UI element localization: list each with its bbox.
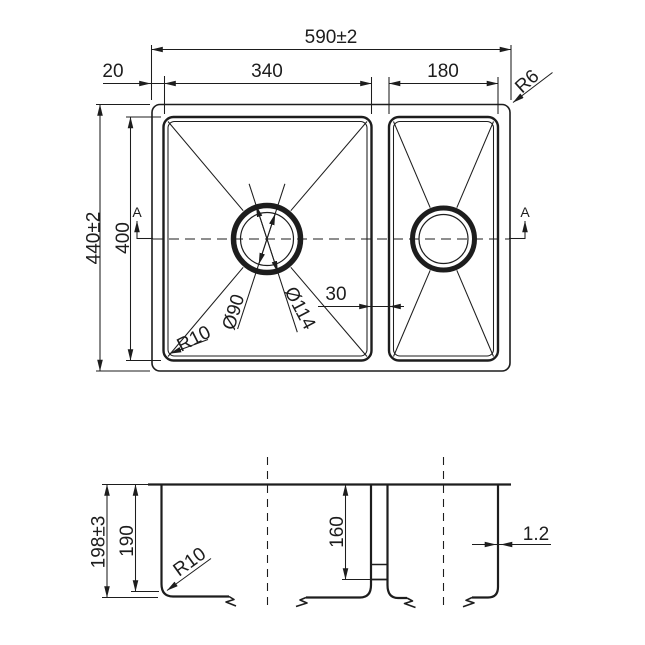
section-view: 198±3 190 160 1.2 R10 [89,457,551,611]
dim-overall-length: 440±2 [84,103,150,372]
dim-second-bowl-width: 180 [388,61,499,114]
break-hook-2 [295,596,308,608]
main-bowl-outer [162,115,373,362]
drain-flange-leader [248,183,298,333]
break-hook-3 [403,597,416,609]
dim-second-bowl-width-label: 180 [427,61,459,82]
dim-overall-depth: 198±3 [89,484,158,599]
dim-bowl-length: 400 [113,116,161,362]
second-bowl-diagonals [393,121,494,357]
dim-divider-depth-label: 160 [327,516,348,548]
right-wall-profile [472,484,500,599]
dim-main-bowl-width: 340 [164,61,373,114]
dim-overall-width-label: 590±2 [305,27,358,48]
drain-hole-leader [237,183,286,330]
dim-rim-offset-label: 20 [102,61,123,82]
dim-bowl-depth-label: 190 [117,525,138,557]
dim-overall-depth-label: 198±3 [89,516,110,569]
main-bowl-drain [230,202,304,276]
dim-divider-depth: 160 [327,484,371,581]
break-hook-4 [462,596,475,608]
divider-left-profile [306,484,373,599]
break-hook-1 [225,595,237,607]
dim-bowl-gap: 30 [318,284,404,310]
section-marker-left-label: A [132,204,142,220]
dim-bowl-gap-label: 30 [325,284,346,305]
sink-outer-rim [151,103,511,372]
section-marker-right: A [509,204,530,240]
dim-overall-width: 590±2 [150,27,512,100]
dim-overall-length-label: 440±2 [84,212,105,265]
second-bowl-drain [410,205,477,273]
dim-wall-thickness: 1.2 [472,524,551,548]
left-wall-profile [160,484,229,598]
section-marker-left: A [132,204,153,240]
dim-bowl-length-label: 400 [113,222,134,254]
dim-wall-thickness-label: 1.2 [523,524,549,545]
divider-right-profile [386,484,407,600]
top-view: Ø90 Ø114 590±2 20 340 180 [84,27,553,372]
main-bowl-diagonals [167,121,368,357]
section-marker-right-label: A [520,204,530,220]
dim-main-bowl-width-label: 340 [251,61,283,82]
dim-bowl-depth: 190 [117,484,159,593]
